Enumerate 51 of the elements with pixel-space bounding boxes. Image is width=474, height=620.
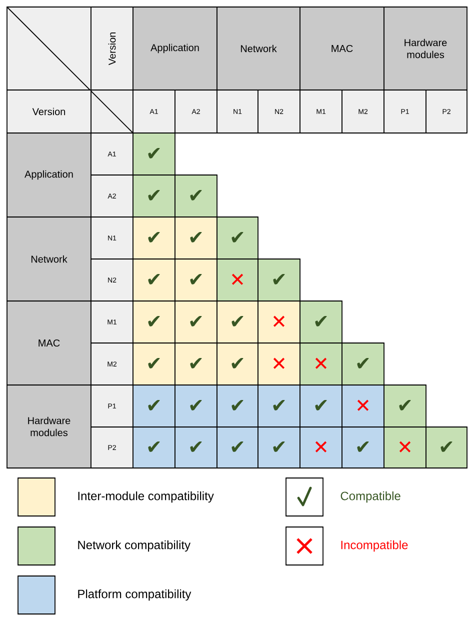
compatibility-cell: ✔ [216,216,258,260]
compatibility-cell: ✔ [174,300,218,344]
compatibility-cell: ✕ [384,426,426,468]
compatibility-cell: ✔ [132,258,176,302]
legend-label: Inter-module compatibility [78,491,214,503]
compatibility-cell: ✔ [174,426,218,468]
legend-label: Compatible [340,491,400,503]
compatibility-cell: ✔ [216,342,258,386]
header-cell: Version [6,90,92,134]
compatibility-cell: ✔ [174,342,218,386]
compatibility-cell: ✔ [342,426,384,468]
header-cell: Hardware modules [6,384,92,468]
compatibility-cell: ✔ [216,300,258,344]
compatibility-cell: ✕ [258,300,300,344]
header-cell: Hardware modules [384,6,468,90]
compatibility-cell: ✔ [258,426,300,468]
compatibility-cell: ✔ [174,216,218,260]
compatibility-cell: ✕ [300,426,342,468]
compatibility-cell: ✔ [132,342,176,386]
compatibility-cell: ✔ [132,132,176,176]
compatibility-cell: ✔ [258,384,300,428]
header-cell: Application [132,6,218,90]
header-cell: Network [6,216,92,302]
compatibility-cell: ✔ [258,258,300,302]
header-cell: Version [90,6,134,90]
header-cell: Network [216,6,300,90]
header-cell: MAC [6,300,92,386]
compatibility-cell: ✔ [174,174,218,218]
compatibility-cell: ✔ [216,426,258,468]
compatibility-cell: ✔ [132,300,176,344]
header-cell: Application [6,132,92,218]
compatibility-cell: ✔ [132,216,176,260]
compatibility-cell: ✔ [174,384,218,428]
compatibility-cell: ✔ [132,426,176,468]
compatibility-cell: ✔ [132,174,176,218]
compatibility-cell: ✕ [216,258,258,302]
compatibility-cell: ✕ [342,384,384,428]
legend-label: Platform compatibility [78,589,192,601]
header-cell: MAC [300,6,384,90]
compatibility-cell: ✔ [300,300,342,344]
compatibility-cell: ✔ [300,384,342,428]
compatibility-cell: ✔ [132,384,176,428]
compatibility-cell: ✔ [342,342,384,386]
legend-label: Network compatibility [78,540,191,552]
compatibility-cell: ✔ [216,384,258,428]
compatibility-cell: ✔ [384,384,426,428]
compatibility-cell: ✕ [258,342,300,386]
legend-label: Incompatible [341,540,408,552]
compatibility-cell: ✔ [174,258,218,302]
compatibility-cell: ✕ [300,342,342,386]
compatibility-cell: ✔ [426,426,468,468]
